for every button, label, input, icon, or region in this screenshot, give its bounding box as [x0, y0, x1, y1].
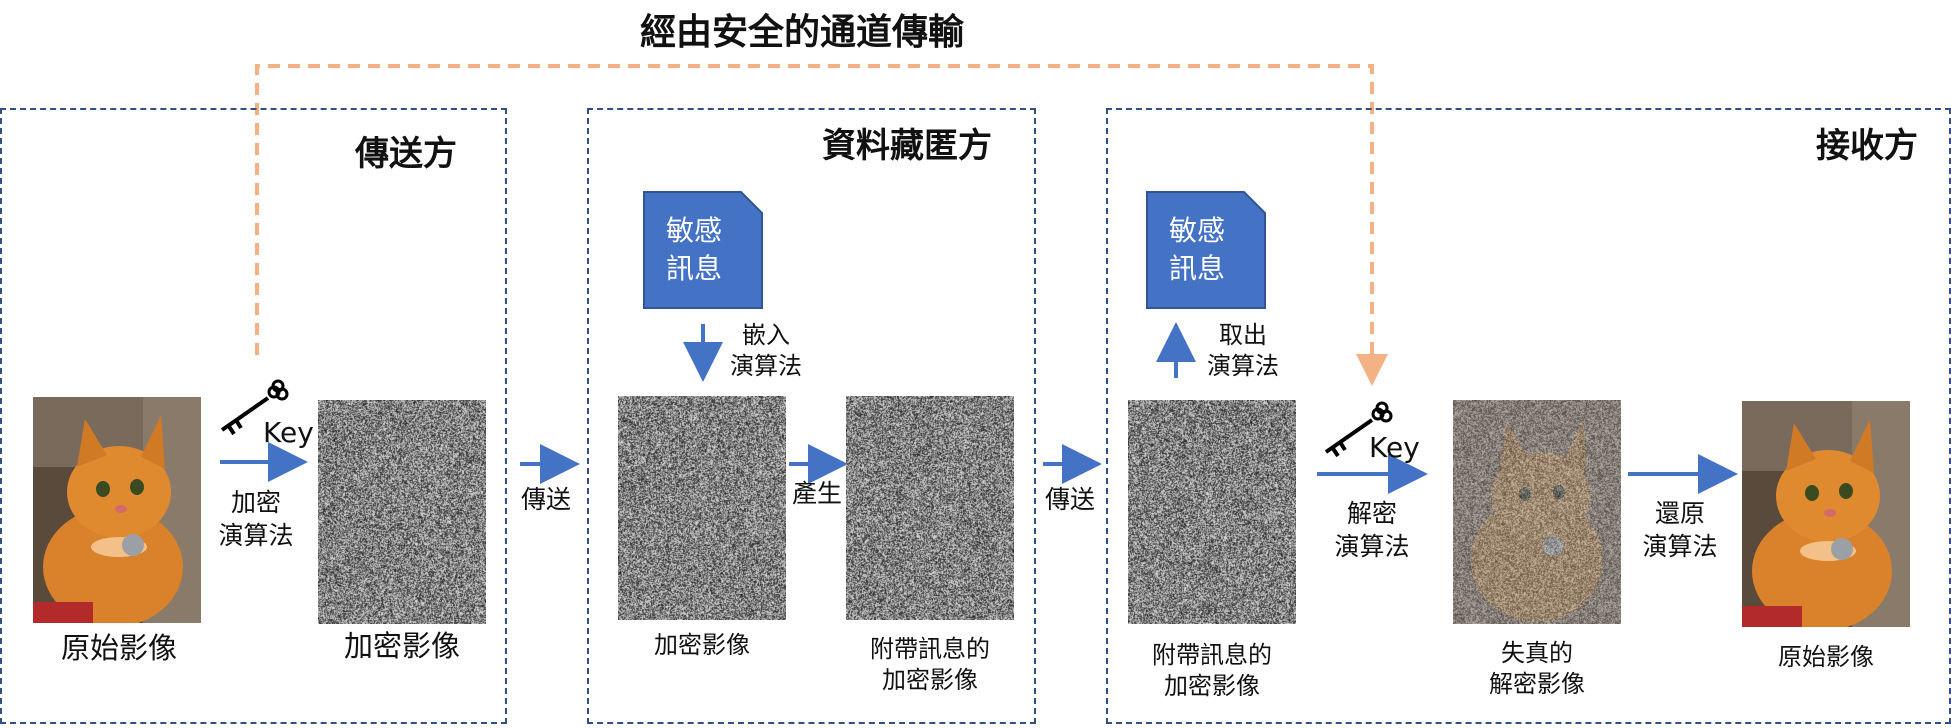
encrypt-line-2: 演算法 [205, 520, 307, 553]
hider-panel-title: 資料藏匿方 [822, 118, 992, 167]
embed-algorithm-label: 嵌入 演算法 [718, 320, 814, 382]
marked-encrypted-image [846, 396, 1014, 620]
received-marked-image [1128, 400, 1296, 624]
sensitive-line-1: 敏感 [1169, 212, 1225, 250]
marked-line-1: 附帶訊息的 [846, 634, 1014, 665]
generate-label: 產生 [786, 478, 848, 511]
marked-encrypted-label: 附帶訊息的 加密影像 [846, 634, 1014, 696]
original-cat-image [33, 397, 201, 623]
received-marked-line-1: 附帶訊息的 [1128, 640, 1296, 671]
decrypt-algorithm-label: 解密 演算法 [1320, 498, 1424, 563]
restore-line-1: 還原 [1628, 498, 1732, 531]
encrypted-image [318, 400, 486, 624]
hider-encrypted-label: 加密影像 [618, 630, 786, 661]
distorted-image-label: 失真的 解密影像 [1453, 638, 1621, 700]
received-marked-label: 附帶訊息的 加密影像 [1128, 640, 1296, 702]
decrypt-line-1: 解密 [1320, 498, 1424, 531]
sensitive-message-text-2: 敏感 訊息 [1169, 212, 1225, 288]
extract-algorithm-label: 取出 演算法 [1195, 320, 1291, 382]
extract-line-1: 取出 [1195, 320, 1291, 351]
distorted-decrypted-image [1453, 400, 1621, 624]
distorted-line-1: 失真的 [1453, 638, 1621, 669]
sensitive-message-text-1: 敏感 訊息 [666, 212, 722, 288]
marked-line-2: 加密影像 [846, 665, 1014, 696]
encrypt-line-1: 加密 [205, 487, 307, 520]
received-marked-line-2: 加密影像 [1128, 671, 1296, 702]
transmit-label-2: 傳送 [1036, 484, 1104, 517]
embed-line-2: 演算法 [718, 351, 814, 382]
sensitive-line-2: 訊息 [666, 250, 722, 288]
restored-image-label: 原始影像 [1742, 642, 1910, 673]
key-label: Key [263, 415, 314, 451]
sensitive-line-2: 訊息 [1169, 250, 1225, 288]
restored-cat-image [1742, 401, 1910, 627]
hider-encrypted-image [618, 396, 786, 620]
sender-panel-title: 傳送方 [355, 126, 457, 175]
restore-algorithm-label: 還原 演算法 [1628, 498, 1732, 563]
decrypt-line-2: 演算法 [1320, 531, 1424, 564]
secure-channel-label: 經由安全的通道傳輸 [640, 10, 964, 57]
distortion-noise [1453, 400, 1621, 624]
encrypted-image-label: 加密影像 [318, 628, 486, 666]
transmit-label-1: 傳送 [512, 484, 580, 517]
receiver-panel-title: 接收方 [1816, 118, 1918, 167]
key-label-receiver: Key [1369, 430, 1420, 466]
sensitive-line-1: 敏感 [666, 212, 722, 250]
restore-line-2: 演算法 [1628, 531, 1732, 564]
embed-line-1: 嵌入 [718, 320, 814, 351]
encrypt-algorithm-label: 加密 演算法 [205, 487, 307, 552]
extract-line-2: 演算法 [1195, 351, 1291, 382]
original-image-label: 原始影像 [40, 630, 198, 668]
distorted-line-2: 解密影像 [1453, 669, 1621, 700]
